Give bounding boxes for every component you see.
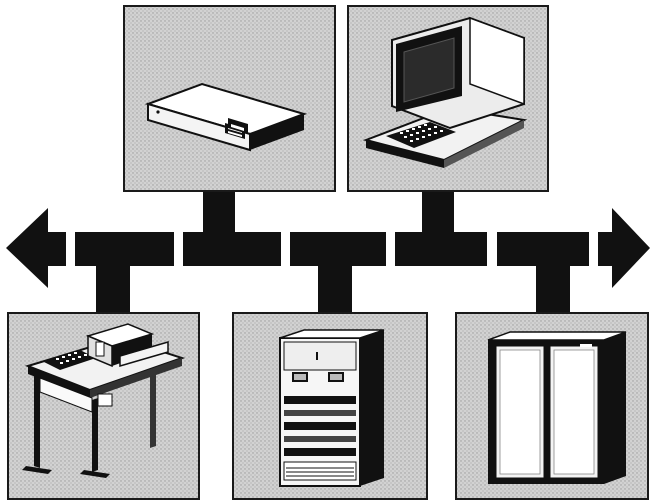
bus-stem	[536, 264, 570, 314]
device-panel-video-terminal	[348, 6, 548, 191]
bus-arrow-right-icon	[598, 208, 650, 288]
bus-stem	[318, 264, 352, 314]
bus-segment	[497, 232, 589, 266]
bus-stem	[96, 264, 130, 314]
bus-arrow-left-icon	[6, 208, 66, 288]
device-panel-storage-cabinet	[456, 313, 648, 499]
bus-stem	[422, 190, 454, 234]
device-panel-disk-drive	[124, 6, 335, 191]
storage-cabinet-icon	[488, 332, 626, 484]
bus-stem	[203, 190, 235, 234]
device-panel-console-desk	[8, 313, 199, 499]
bus-segment	[395, 232, 487, 266]
bus-segment	[290, 232, 386, 266]
network-bus	[6, 190, 650, 314]
bus-segment	[183, 232, 281, 266]
bus-segment	[75, 232, 174, 266]
device-panel-equipment-rack	[233, 313, 427, 499]
equipment-rack-icon	[280, 330, 384, 486]
